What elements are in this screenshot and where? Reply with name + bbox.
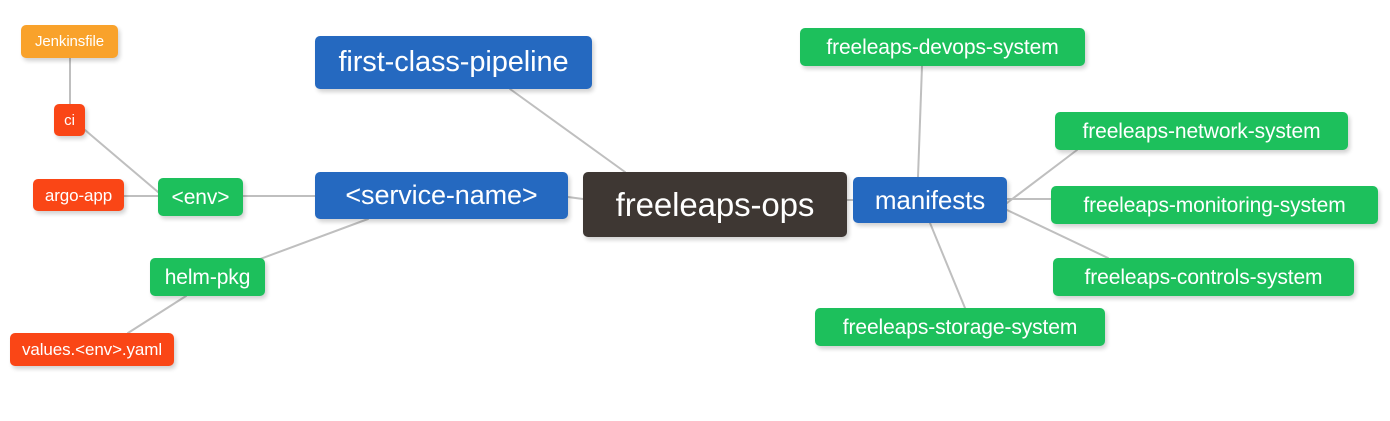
node-freeleaps-ops[interactable]: freeleaps-ops [583,172,847,237]
node-freeleaps-controls-system[interactable]: freeleaps-controls-system [1053,258,1354,296]
edge-pipeline-root [509,88,626,173]
node-label: freeleaps-monitoring-system [1083,193,1346,217]
node-label: Jenkinsfile [35,33,104,50]
node-label: freeleaps-storage-system [842,315,1078,339]
node-argo-app[interactable]: argo-app [33,179,124,211]
node-jenkinsfile[interactable]: Jenkinsfile [21,25,118,58]
node-env[interactable]: <env> [158,178,243,216]
edge-manifests-devops [917,65,923,178]
node-label: freeleaps-devops-system [826,35,1059,59]
node-label: argo-app [44,185,113,205]
node-label: helm-pkg [164,265,251,289]
node-label: first-class-pipeline [338,46,569,78]
node-label: freeleaps-controls-system [1084,265,1323,289]
node-label: freeleaps-ops [615,186,815,223]
node-label: freeleaps-network-system [1082,119,1321,143]
node-first-class-pipeline[interactable]: first-class-pipeline [315,36,592,89]
edge-service-root [567,196,584,200]
node-manifests[interactable]: manifests [853,177,1007,223]
edge-helm-service [251,218,369,263]
node-freeleaps-devops-system[interactable]: freeleaps-devops-system [800,28,1085,66]
node-label: ci [64,111,75,129]
node-freeleaps-storage-system[interactable]: freeleaps-storage-system [815,308,1105,346]
node-label: <service-name> [345,180,538,210]
node-label: manifests [874,185,986,215]
node-values-env-yaml[interactable]: values.<env>.yaml [10,333,174,366]
node-service-name[interactable]: <service-name> [315,172,568,219]
node-ci[interactable]: ci [54,104,85,136]
node-freeleaps-monitoring-system[interactable]: freeleaps-monitoring-system [1051,186,1378,224]
node-helm-pkg[interactable]: helm-pkg [150,258,265,296]
edge-values-helm [127,295,187,334]
node-label: values.<env>.yaml [21,340,163,359]
node-label: <env> [171,185,230,209]
node-freeleaps-network-system[interactable]: freeleaps-network-system [1055,112,1348,150]
edge-manifests-storage [929,222,966,309]
